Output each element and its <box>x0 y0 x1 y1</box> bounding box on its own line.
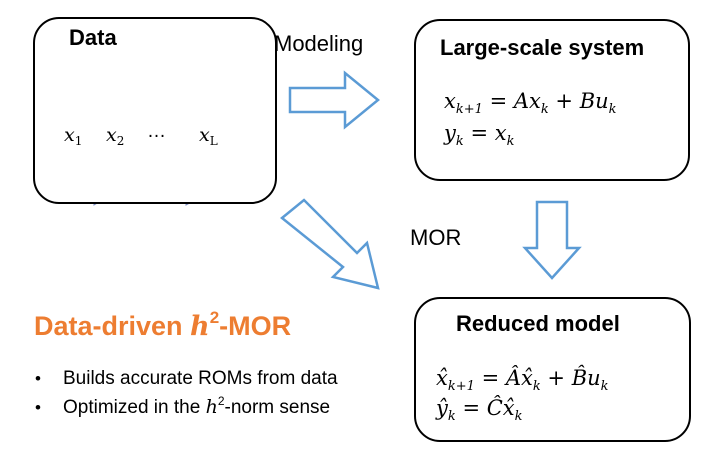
bullet-text: Builds accurate ROMs from data <box>63 368 338 389</box>
bullet-dot: • <box>35 398 41 417</box>
data-box: Data <box>33 17 277 204</box>
reduced-model-title: Reduced model <box>456 311 620 336</box>
sheet-label-1: x1 <box>64 124 83 148</box>
bullet-text: Optimized in the h2-norm sense <box>63 394 331 418</box>
method-bullets: • Builds accurate ROMs from data • Optim… <box>35 365 338 422</box>
bullet-item: • Optimized in the h2-norm sense <box>35 393 338 422</box>
reduced-state-equation: x̂k+1 = Âx̂k + B̂uk <box>436 366 609 394</box>
bullet-dot: • <box>35 369 41 388</box>
data-title: Data <box>69 25 117 50</box>
mor-label: MOR <box>410 225 462 250</box>
reduced-model-box: Reduced model x̂k+1 = Âx̂k + B̂uk ŷk = Ĉ… <box>414 297 691 442</box>
sheet-label-L: xL <box>199 124 218 148</box>
modeling-label: Modeling <box>274 31 364 56</box>
modeling-arrow <box>288 70 380 130</box>
large-scale-system-box: Large-scale system xk+1 = Axk + Buk yk =… <box>414 19 690 181</box>
mor-arrow <box>522 200 582 280</box>
sheet-label-2: x2 <box>106 124 125 148</box>
output-equation: yk = xk <box>444 121 515 149</box>
large-scale-system-title: Large-scale system <box>440 35 645 60</box>
bullet-item: • Builds accurate ROMs from data <box>35 365 338 393</box>
state-equation: xk+1 = Axk + Buk <box>444 89 617 117</box>
ellipsis: … <box>147 121 166 142</box>
reduced-output-equation: ŷk = Ĉx̂k <box>436 396 523 424</box>
data-driven-arrow <box>280 198 380 290</box>
method-title: Data-driven h2-MOR <box>34 308 292 342</box>
